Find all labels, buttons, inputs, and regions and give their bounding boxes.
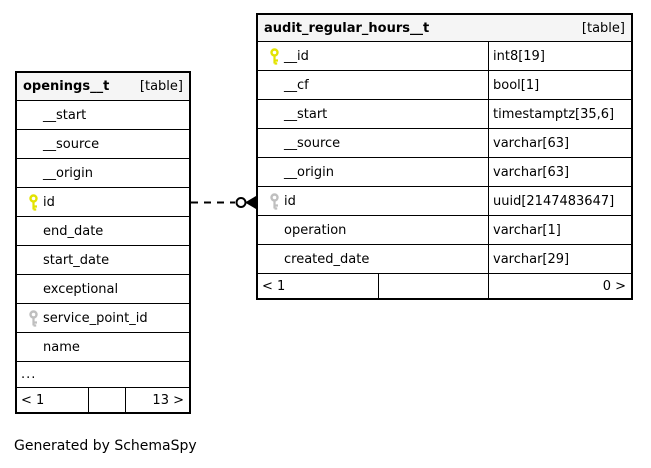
column-name: end_date (43, 223, 104, 239)
column-name: __start (284, 106, 328, 122)
table-header[interactable]: audit_regular_hours__t [table] (258, 15, 631, 42)
table-footer: < 1 13 > (17, 388, 189, 412)
column-type: varchar[29] (493, 251, 570, 267)
column-row-end_date: end_date (17, 217, 189, 246)
truncated-columns-indicator: ... (17, 362, 189, 388)
column-row-id: id (17, 188, 189, 217)
column-row-exceptional: exceptional (17, 275, 189, 304)
column-row-id: id uuid[2147483647] (258, 187, 631, 216)
table-title: openings__t (23, 79, 110, 94)
column-name: operation (284, 222, 347, 238)
column-row-__id: __id int8[19] (258, 42, 631, 71)
footer-spacer (89, 388, 126, 412)
column-name: start_date (43, 252, 110, 268)
column-type: uuid[2147483647] (493, 193, 615, 209)
column-name: __origin (43, 165, 94, 181)
zero-or-one-marker (235, 197, 247, 208)
column-name: __source (284, 135, 341, 151)
column-row-__start: __start (17, 101, 189, 130)
related-count-right: 0 > (602, 278, 626, 294)
column-type: varchar[1] (493, 222, 561, 238)
column-row-__source: __source (17, 130, 189, 159)
column-type: int8[19] (493, 48, 545, 64)
table-node-openings__t[interactable]: openings__t [table] __start __source __ori… (15, 71, 191, 414)
footer-spacer (379, 274, 489, 298)
column-row-service_point_id: service_point_id (17, 304, 189, 333)
column-type: varchar[63] (493, 164, 570, 180)
column-name: service_point_id (43, 310, 148, 326)
column-name: exceptional (43, 281, 119, 297)
table-header[interactable]: openings__t [table] (17, 73, 189, 101)
arrowhead (245, 196, 256, 209)
column-name: __start (43, 107, 87, 123)
column-row-name: name (17, 333, 189, 362)
column-name: __source (43, 136, 100, 152)
column-row-__origin: __origin (17, 159, 189, 188)
column-name: name (43, 339, 80, 355)
schemaspy-credit: Generated by SchemaSpy (14, 438, 197, 454)
foreign-key-icon (23, 309, 43, 327)
table-footer: < 1 0 > (258, 274, 631, 298)
column-list: __id int8[19] __cf bool[1] __start timestampt… (258, 42, 631, 274)
related-count-left: < 1 (258, 274, 379, 298)
column-type: varchar[63] (493, 135, 570, 151)
column-type: timestamptz[35,6] (493, 106, 615, 122)
column-name: __cf (284, 77, 309, 93)
column-row-created_date: created_date varchar[29] (258, 245, 631, 274)
primary-key-icon (23, 193, 43, 211)
related-count-right: 13 > (152, 392, 184, 408)
column-row-start_date: start_date (17, 246, 189, 275)
column-name: __origin (284, 164, 335, 180)
column-row-operation: operation varchar[1] (258, 216, 631, 245)
column-name: id (43, 194, 55, 210)
column-row-__cf: __cf bool[1] (258, 71, 631, 100)
column-name: created_date (284, 251, 370, 267)
column-name: __id (284, 48, 309, 64)
column-name: id (284, 193, 296, 209)
table-title: audit_regular_hours__t (264, 20, 430, 36)
table-node-audit_regular_hours__t[interactable]: audit_regular_hours__t [table] __id int8[… (256, 13, 633, 300)
column-row-__start: __start timestamptz[35,6] (258, 100, 631, 129)
column-type: bool[1] (493, 77, 540, 93)
primary-key-icon (264, 47, 284, 65)
column-row-__source: __source varchar[63] (258, 129, 631, 158)
foreign-key-icon (264, 192, 284, 210)
related-count-left: < 1 (17, 388, 89, 412)
relationship-connector (191, 196, 256, 209)
column-row-__origin: __origin varchar[63] (258, 158, 631, 187)
table-type-badge: [table] (581, 20, 625, 36)
table-type-badge: [table] (139, 79, 183, 94)
